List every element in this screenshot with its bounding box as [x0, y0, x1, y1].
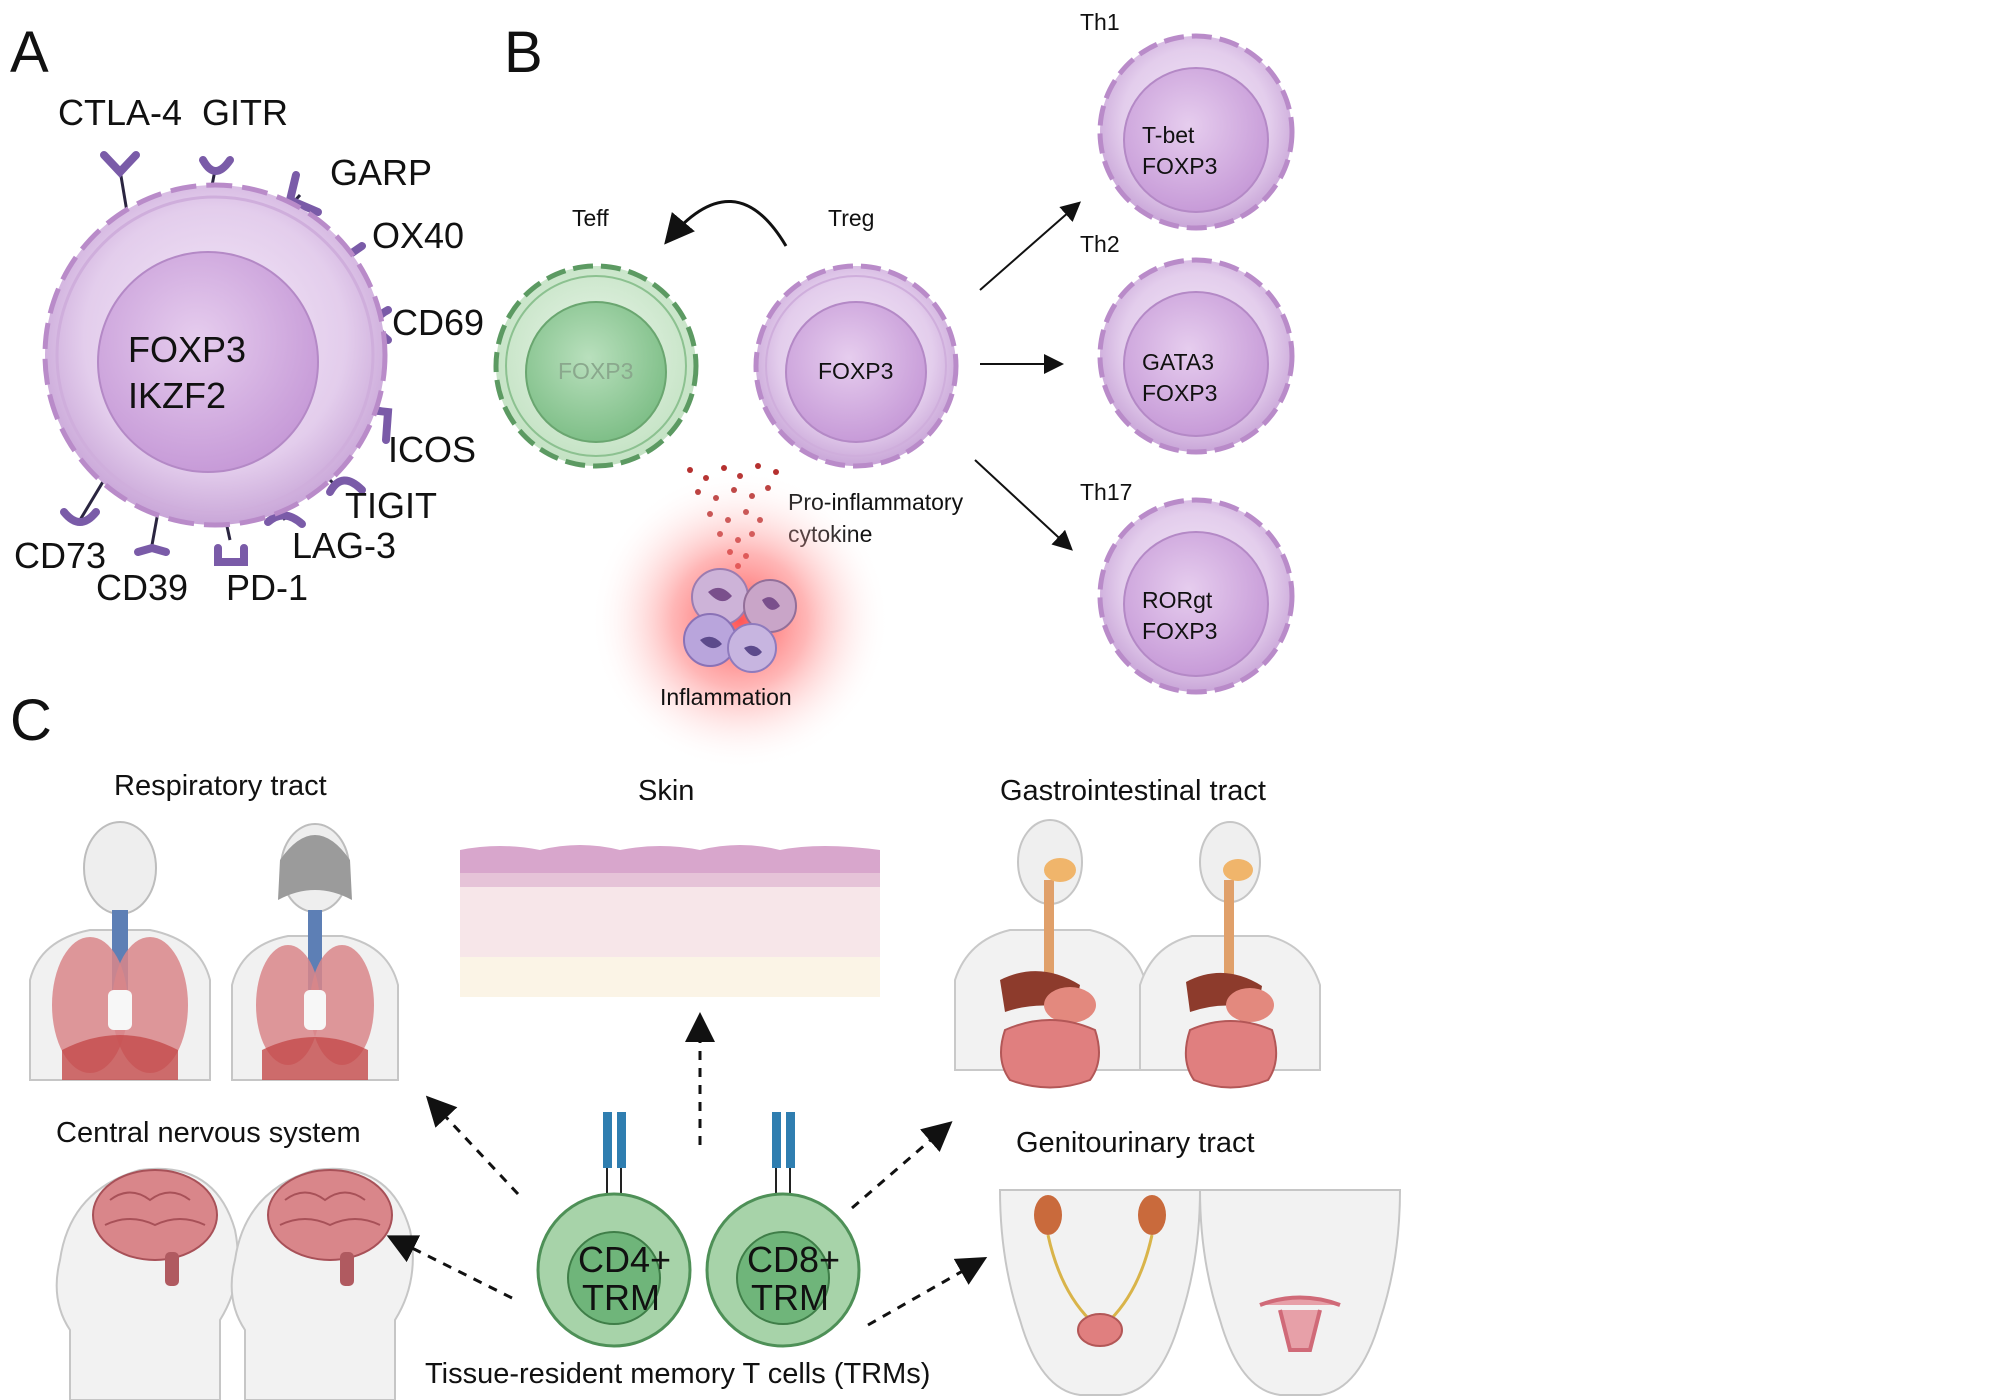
- panel-b-letter: B: [504, 20, 543, 85]
- gastrointestinal-illustration: [954, 819, 1321, 1089]
- region-skin: Skin: [638, 775, 694, 807]
- receptor-label: CD39: [96, 567, 188, 608]
- cd4-label: CD4+: [578, 1239, 671, 1280]
- receptor-label: TIGIT: [345, 485, 437, 526]
- treg-cell-large: [42, 182, 388, 528]
- panel-a-letter: A: [10, 20, 49, 85]
- region-respiratory: Respiratory tract: [114, 770, 327, 802]
- cd8-sub-label: TRM: [751, 1277, 829, 1318]
- receptor-label: ICOS: [388, 429, 476, 470]
- th1-marker: FOXP3: [1142, 153, 1217, 179]
- th17-marker: FOXP3: [1142, 618, 1217, 644]
- receptor-label: CTLA-4: [58, 92, 182, 133]
- arrow-to-th1: [979, 201, 1082, 291]
- respiratory-figure-male: [29, 821, 211, 1081]
- cd8-trm-cell: [705, 1112, 861, 1348]
- cd8-label: CD8+: [747, 1239, 840, 1280]
- respiratory-illustration: [29, 821, 399, 1081]
- cd4-sub-label: TRM: [582, 1277, 660, 1318]
- cd4-trm-cell: [536, 1112, 692, 1348]
- receptor-label: LAG-3: [292, 525, 396, 566]
- genitourinary-illustration: [998, 1189, 1402, 1396]
- respiratory-figure-female: [231, 823, 399, 1081]
- receptor-label: OX40: [372, 215, 464, 256]
- cns-illustration: [55, 1167, 414, 1400]
- skin-illustration: [460, 845, 880, 997]
- treg-marker: FOXP3: [818, 358, 893, 384]
- th17-cell: [1097, 497, 1295, 695]
- receptor-label: CD69: [392, 302, 484, 343]
- receptor-label: GARP: [330, 152, 432, 193]
- conversion-arrow: [664, 200, 788, 247]
- region-cns: Central nervous system: [56, 1117, 361, 1149]
- gi-figure-1: [954, 819, 1146, 1089]
- gu-figure-female: [1198, 1189, 1402, 1396]
- migration-arrows: [386, 1012, 988, 1327]
- th1-marker: T-bet: [1142, 122, 1195, 148]
- receptor-label: GITR: [202, 92, 288, 133]
- th2-marker: FOXP3: [1142, 380, 1217, 406]
- gi-figure-2: [1139, 821, 1321, 1089]
- subset-title-th1: Th1: [1080, 9, 1120, 35]
- teff-title: Teff: [572, 205, 609, 231]
- panel-a-marker: FOXP3: [128, 329, 246, 370]
- subset-title-th17: Th17: [1080, 479, 1132, 505]
- trm-caption: Tissue-resident memory T cells (TRMs): [425, 1358, 930, 1390]
- panel-a-marker: IKZF2: [128, 375, 226, 416]
- subset-title-th2: Th2: [1080, 231, 1120, 257]
- cns-head-2: [230, 1167, 414, 1400]
- treg-title: Treg: [828, 205, 874, 231]
- th1-cell: [1097, 33, 1295, 231]
- cns-head-1: [55, 1167, 239, 1400]
- arrow-to-th17: [974, 459, 1073, 551]
- region-gastrointestinal: Gastrointestinal tract: [1000, 775, 1266, 807]
- inflammation-area: [590, 470, 890, 770]
- receptor-label: PD-1: [226, 567, 308, 608]
- treg-cell: [753, 263, 959, 469]
- teff-marker: FOXP3: [558, 358, 633, 384]
- panel-c-letter: C: [10, 688, 52, 753]
- region-genitourinary: Genitourinary tract: [1016, 1127, 1255, 1159]
- teff-cell: [493, 263, 699, 469]
- th2-marker: GATA3: [1142, 349, 1214, 375]
- gu-figure-male: [998, 1189, 1202, 1396]
- th17-marker: RORgt: [1142, 587, 1213, 613]
- th2-cell: [1097, 257, 1295, 455]
- receptor-label: CD73: [14, 535, 106, 576]
- inflammation-label: Inflammation: [660, 684, 792, 710]
